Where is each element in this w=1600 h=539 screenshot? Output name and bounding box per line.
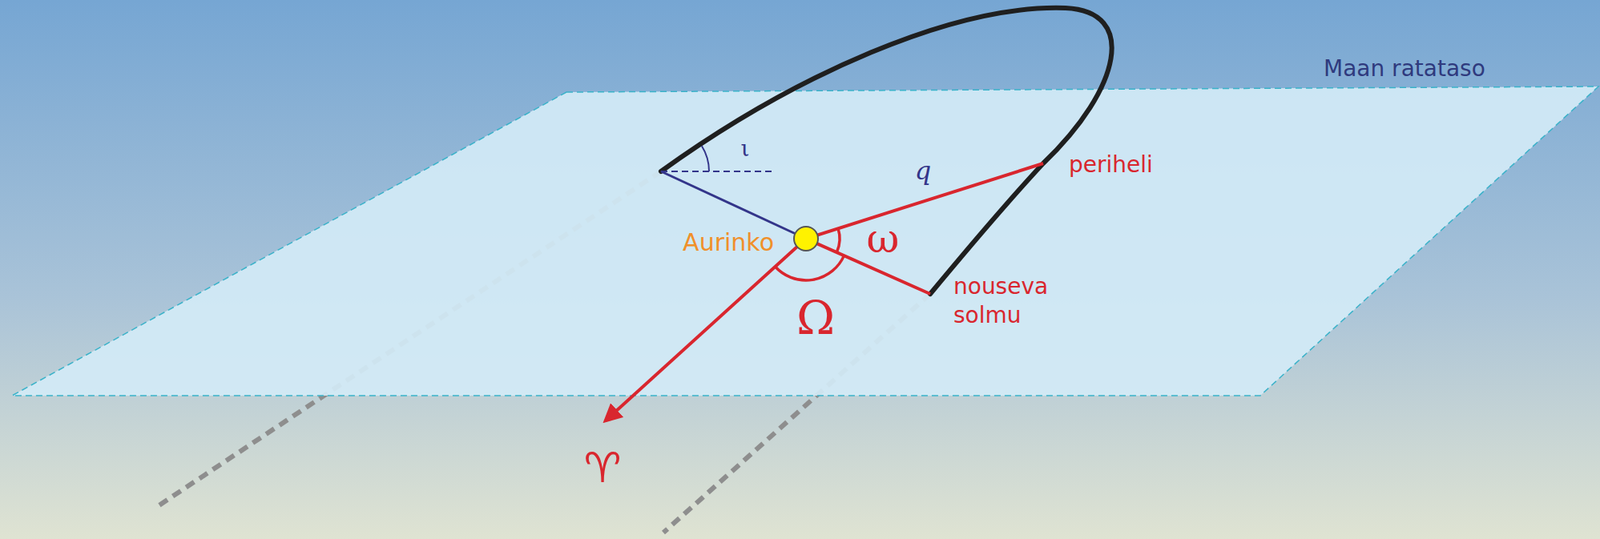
vernal-equinox-symbol: ♈ — [584, 445, 622, 492]
distance-symbol: q — [914, 157, 931, 186]
argument-arc — [836, 228, 840, 253]
inclination-arc — [701, 145, 710, 172]
angle-symbol: ω — [866, 217, 900, 262]
plane-label: Maan ratataso — [1323, 56, 1486, 82]
horizontal-reference — [660, 170, 776, 173]
sun-circle — [793, 226, 819, 251]
angle-symbol: Ω — [796, 293, 835, 345]
ecliptic-plane — [12, 86, 1599, 396]
node-label: nouseva solmu — [953, 272, 1074, 331]
longitude-arc — [774, 255, 844, 281]
orbit-curve — [660, 8, 1113, 295]
sun-label: Aurinko — [682, 229, 774, 256]
perihelion-label: periheli — [1068, 153, 1153, 178]
inclination-symbol: ι — [741, 137, 750, 162]
